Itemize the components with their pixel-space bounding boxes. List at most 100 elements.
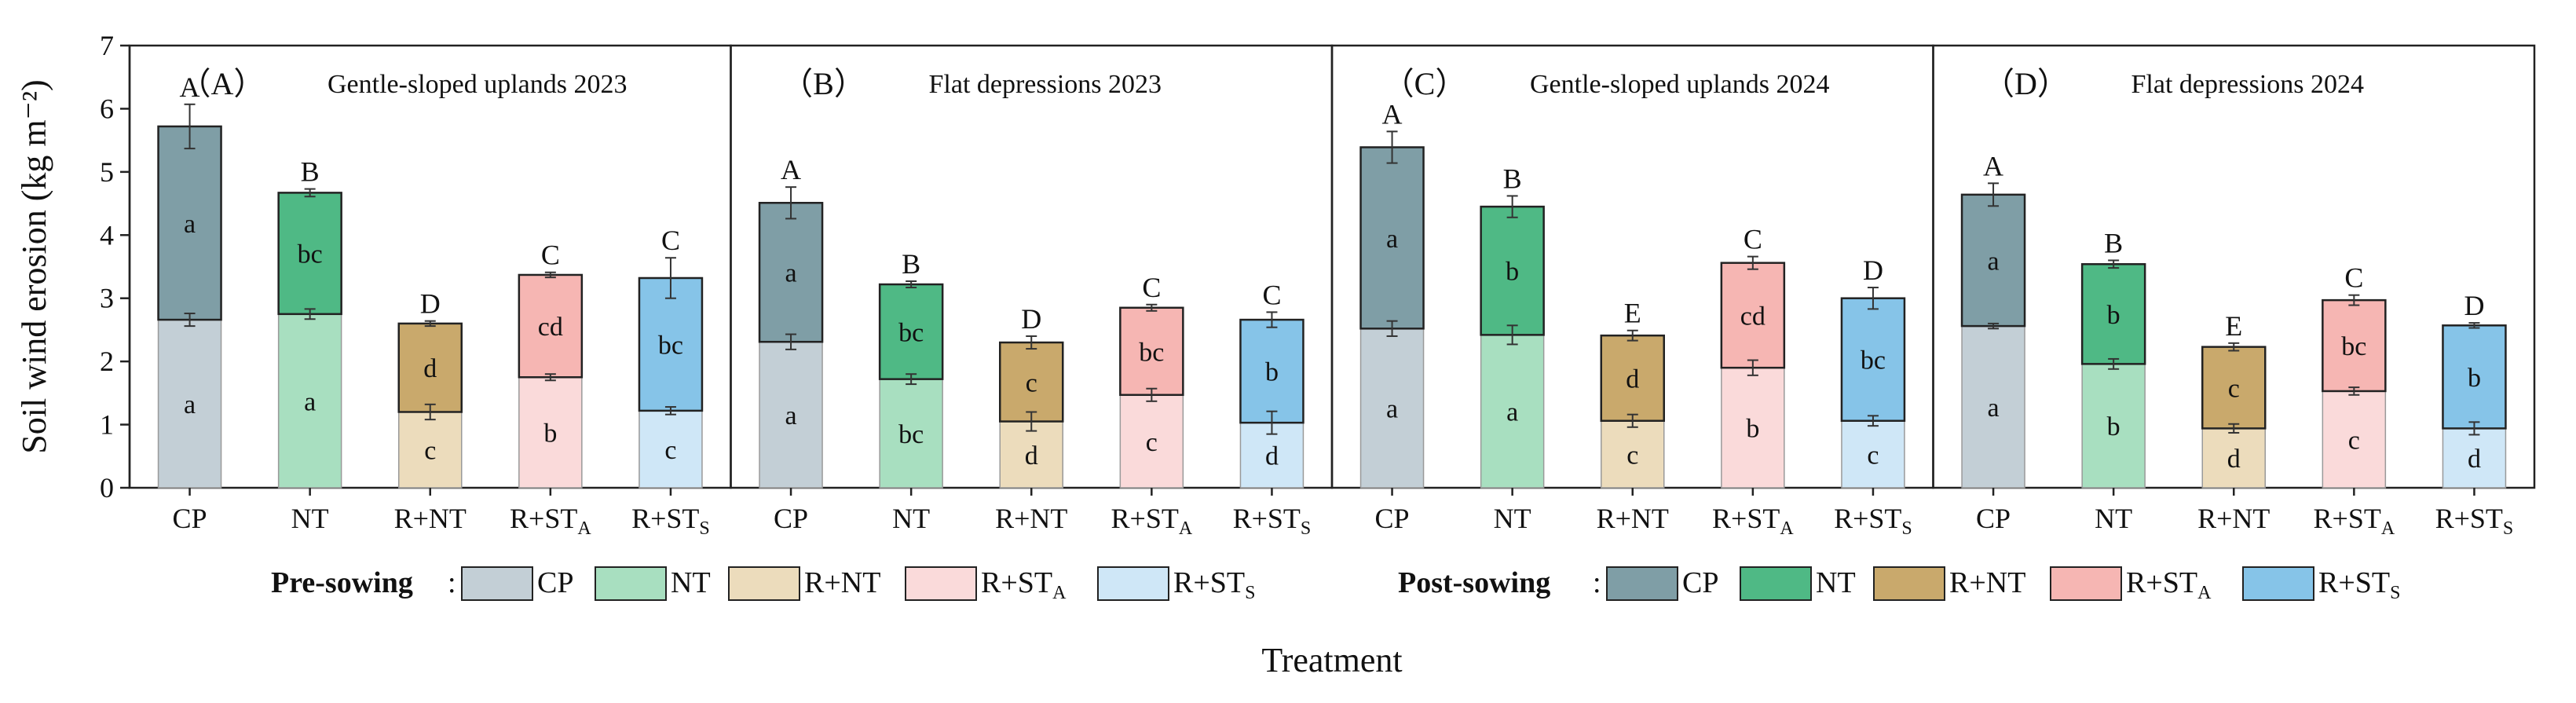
panel-title: Gentle-sloped uplands 2024 <box>1530 70 1830 99</box>
x-tick-label: R+STA <box>2314 503 2395 539</box>
error-bar-pre <box>906 373 917 386</box>
significance-letter-post: cd <box>538 313 563 342</box>
significance-letter-total: D <box>1863 254 1883 286</box>
significance-letter-total: C <box>2344 262 2363 294</box>
legend-swatch <box>595 566 667 601</box>
significance-letter-pre: a <box>1988 394 2000 423</box>
bar-pre-sowing <box>999 420 1063 489</box>
bar-pre-sowing <box>1841 419 1905 489</box>
bar-post-sowing <box>2442 324 2507 430</box>
y-tick-label: 0 <box>100 472 114 503</box>
significance-letter-pre: a <box>304 387 316 416</box>
bar-post-sowing <box>2201 346 2267 430</box>
error-bar-total <box>184 103 196 150</box>
significance-letter-post: bc <box>1861 346 1886 375</box>
significance-letter-total: C <box>541 240 560 271</box>
legend-swatch <box>1740 566 1812 601</box>
error-bar-pre <box>424 403 436 421</box>
x-tick-label: R+STS <box>1233 503 1312 539</box>
x-tick-label: NT <box>892 503 930 534</box>
significance-letter-total: B <box>301 156 320 188</box>
error-bar-pre <box>1266 410 1278 435</box>
bar-pre-sowing <box>1721 367 1785 489</box>
legend-item-label: NT <box>671 566 711 599</box>
error-bar-pre <box>664 406 676 416</box>
bar-pre-sowing <box>2322 390 2387 489</box>
panel-title: Gentle-sloped uplands 2023 <box>327 70 628 99</box>
significance-letter-pre: c <box>1867 441 1879 470</box>
panel-label: （B） <box>781 66 865 101</box>
significance-letter-pre: a <box>1386 395 1398 424</box>
significance-letter-total: B <box>2104 227 2123 258</box>
bar-pre-sowing <box>277 313 342 489</box>
legend-item-label: R+STA <box>981 566 1067 603</box>
bar-post-sowing <box>1600 334 1665 422</box>
significance-letter-post: c <box>1026 368 1037 397</box>
legend-swatch <box>461 566 533 601</box>
error-bar-total <box>2228 342 2240 352</box>
significance-letter-total: C <box>1262 279 1281 310</box>
error-bar-total <box>1867 287 1879 310</box>
error-bar-pre <box>2108 357 2120 370</box>
y-axis-title: Soil wind erosion (kg m⁻²) <box>15 79 53 453</box>
y-tick-label: 1 <box>100 409 114 441</box>
error-bar-pre <box>2348 386 2360 396</box>
error-bar-pre <box>184 313 196 328</box>
legend-swatch <box>2242 566 2314 601</box>
error-bar-total <box>1506 195 1518 218</box>
error-bar-total <box>2108 259 2120 269</box>
bar-post-sowing <box>2080 263 2146 365</box>
bar-post-sowing <box>397 322 463 413</box>
x-axis-title: Treatment <box>1261 641 1402 679</box>
bar-pre-sowing <box>759 341 823 489</box>
legend-colon: : <box>448 566 456 599</box>
error-bar-pre <box>1026 411 1037 432</box>
error-bar-total <box>664 257 676 299</box>
significance-letter-post: b <box>1506 258 1519 287</box>
x-tick-label: CP <box>1375 503 1410 534</box>
legend-colon: : <box>1593 566 1601 599</box>
significance-letter-post: bc <box>658 331 683 360</box>
significance-letter-pre: c <box>664 436 676 465</box>
legend-item-label: NT <box>1816 566 1856 599</box>
significance-letter-total: A <box>180 71 200 103</box>
legend-swatch <box>905 566 977 601</box>
x-tick-label: R+STA <box>1712 503 1794 539</box>
x-tick-label: R+STS <box>1834 503 1912 539</box>
y-tick-label: 2 <box>100 346 114 377</box>
significance-letter-total: C <box>661 225 680 256</box>
error-bar-total <box>424 320 436 328</box>
x-tick-label: R+STS <box>2435 503 2514 539</box>
x-tick-label: NT <box>2095 503 2132 534</box>
significance-letter-post: bc <box>298 240 323 269</box>
bar-pre-sowing <box>1601 419 1665 489</box>
significance-letter-total: E <box>1624 298 1641 329</box>
legend-swatch <box>728 566 800 601</box>
error-bar-pre <box>1747 359 1758 376</box>
legend-title: Post-sowing <box>1398 566 1550 599</box>
significance-letter-pre: bc <box>898 420 924 449</box>
significance-letter-post: d <box>1626 364 1639 394</box>
bar-post-sowing <box>1840 297 1906 422</box>
x-tick-label: R+NT <box>2197 503 2270 534</box>
bar-pre-sowing <box>398 411 463 489</box>
significance-letter-post: b <box>2107 301 2120 330</box>
error-bar-pre <box>304 308 316 320</box>
significance-letter-post: bc <box>2341 332 2366 361</box>
x-tick-label: NT <box>291 503 329 534</box>
significance-letter-total: B <box>1503 163 1522 194</box>
significance-letter-pre: b <box>1746 415 1759 444</box>
error-bar-pre <box>2468 421 2480 436</box>
x-tick-label: CP <box>1976 503 2011 534</box>
significance-letter-total: D <box>420 288 441 320</box>
legend-item-label: R+STA <box>2126 566 2212 603</box>
legend-swatch <box>1606 566 1678 601</box>
x-tick-label: R+STA <box>1111 503 1193 539</box>
legend-title: Pre-sowing <box>271 566 413 599</box>
x-tick-label: CP <box>774 503 808 534</box>
bar-post-sowing <box>758 202 824 343</box>
significance-letter-post: a <box>1988 247 2000 276</box>
bar-pre-sowing <box>1119 394 1184 489</box>
